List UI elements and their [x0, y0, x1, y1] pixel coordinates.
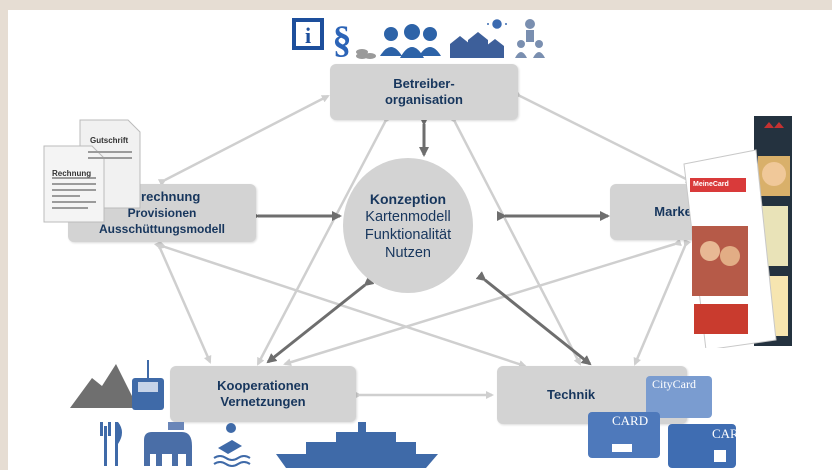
info-letter: i: [305, 23, 311, 48]
top-icon-strip: i §: [292, 18, 545, 61]
box-betreiber-line1: Betreiber-: [393, 76, 455, 91]
card-b-label: CARD: [712, 426, 749, 441]
card-city-label: CityCard: [652, 377, 696, 391]
documents-icon: [43, 119, 141, 223]
box-kooperationen-line1: Kooperationen: [217, 378, 309, 393]
brochure-label: MeineCard: [693, 181, 729, 188]
center-title: Konzeption: [369, 190, 447, 207]
info-icon: [292, 18, 324, 50]
box-abrechnung-line3: Ausschüttungsmodell: [98, 222, 225, 236]
ship-icon: [276, 422, 438, 468]
doctor-people-icon: [515, 19, 545, 58]
cards-image: [588, 376, 736, 468]
link-betreiber-marketing: [512, 89, 694, 184]
link-center-technik: [475, 271, 592, 366]
brochure-image: [683, 116, 792, 348]
link-abrechnung-betreiber: [157, 94, 330, 187]
doc-front-label: Rechnung: [52, 169, 92, 178]
box-betreiber-line2: organisation: [384, 92, 463, 107]
card-a-label: CARD: [612, 413, 649, 428]
houses-icon: [450, 32, 504, 58]
link-abrechnung-kooperationen: [153, 240, 212, 364]
link-betreiber-technik: [448, 114, 582, 366]
center-line-3: Nutzen: [385, 244, 431, 261]
cutlery-icon: [100, 422, 122, 466]
box-technik-line1: Technik: [547, 387, 596, 402]
link-marketing-kooperationen: [283, 238, 682, 367]
coins-icon: [356, 49, 376, 59]
box-abrechnung-line1: Abrechnung: [123, 189, 201, 204]
box-kooperationen: Kooperationen Vernetzungen: [170, 366, 356, 422]
sun-icon: [487, 19, 507, 29]
people-group-icon: [380, 24, 441, 58]
doc-back-label: Gutschrift: [90, 136, 129, 145]
box-abrechnung-line2: Provisionen: [127, 206, 197, 220]
center-line-1: Kartenmodell: [365, 208, 451, 225]
center-concept-circle: Konzeption Kartenmodell Funktionalität N…: [343, 158, 473, 293]
box-kooperationen-line2: Vernetzungen: [220, 394, 306, 409]
link-center-kooperationen: [266, 276, 375, 364]
mountain-cablecar-icon: [70, 360, 164, 410]
center-line-2: Funktionalität: [364, 226, 452, 243]
box-betreiberorganisation: Betreiber- organisation: [330, 64, 518, 120]
cooperation-icon-row: [100, 422, 438, 468]
swimming-icon: [213, 423, 251, 467]
link-marketing-technik: [633, 238, 692, 366]
elephant-icon: [144, 422, 192, 466]
paragraph-icon: §: [333, 19, 352, 61]
